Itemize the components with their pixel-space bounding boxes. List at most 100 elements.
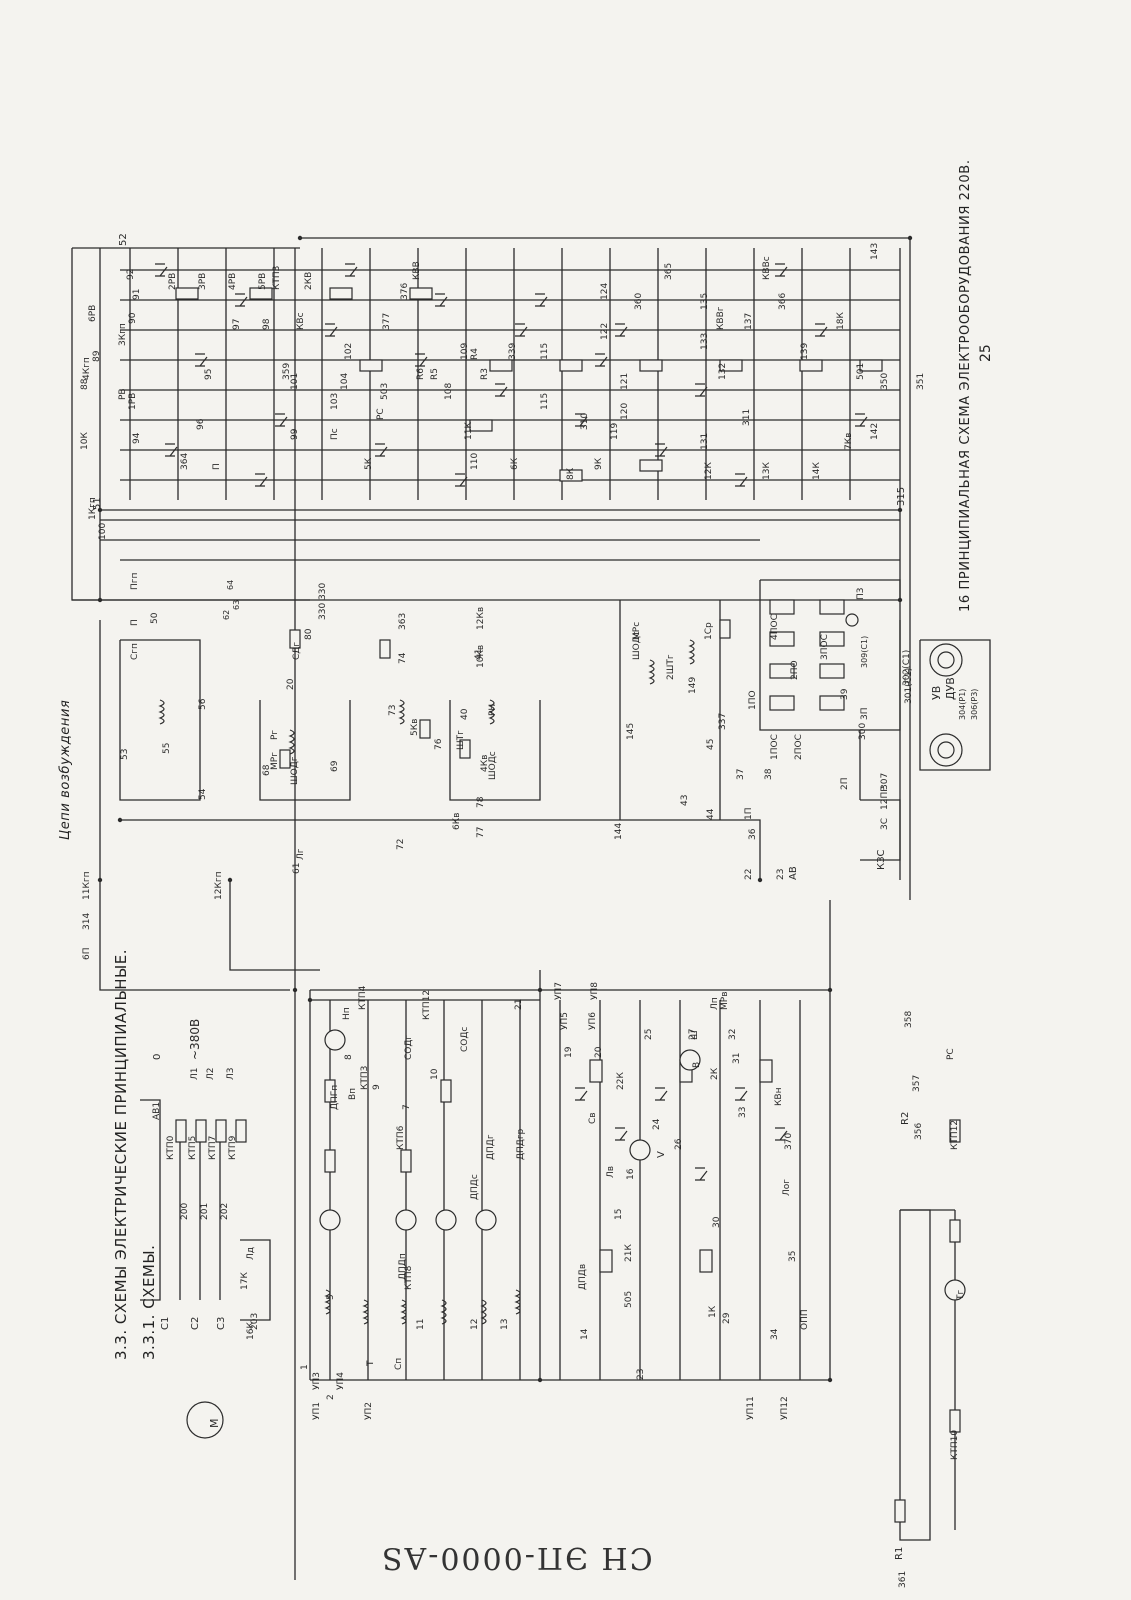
label-n36: 36 [748, 828, 758, 840]
junction-dot [97, 597, 103, 603]
label-p3: П3 [856, 587, 866, 601]
label-n137: 137 [744, 312, 754, 330]
label-n20: 20 [594, 1046, 604, 1058]
uv-box [919, 639, 991, 771]
label-kk7: 7Кв [844, 432, 854, 450]
label-n311: 311 [742, 408, 752, 426]
series-winding [480, 1299, 487, 1325]
excitation-loop-1 [119, 639, 201, 801]
label-n121: 121 [620, 372, 630, 390]
label-n45: 45 [706, 738, 716, 750]
subsection-heading: 3.3.1. СХЕМЫ. [140, 1244, 158, 1360]
label-contact_11k: 11Кгп [82, 871, 92, 900]
relay-coil [359, 359, 383, 372]
label-kk3: 3Кгп [118, 323, 128, 346]
label-mrv: МРв [720, 991, 730, 1011]
relay-coil [329, 287, 353, 300]
junction-dot [897, 597, 903, 603]
label-n39: 39 [840, 688, 850, 700]
label-n10: 10 [430, 1068, 440, 1080]
label-k17: 17К [240, 1272, 250, 1290]
label-r4: R4 [470, 348, 480, 360]
label-n377: 377 [382, 312, 392, 330]
label-ktp9: КТП9 [228, 1135, 238, 1160]
drive-resistor [440, 1079, 452, 1103]
label-l2: Л2 [206, 1067, 216, 1081]
label-node_361: 361 [898, 1570, 908, 1588]
label-node_330: 330 [318, 582, 328, 600]
fuse [215, 1119, 227, 1143]
resistor [459, 739, 471, 759]
label-up7: УП7 [554, 982, 564, 1000]
figure-caption: 16 ПРИНЦИПИАЛЬНАЯ СХЕМА ЭЛЕКТРООБОРУДОВА… [958, 159, 973, 612]
label-tp: 3П [860, 707, 870, 721]
label-n37: 37 [736, 768, 746, 780]
label-c_v: Св [588, 1112, 598, 1124]
field-winding [158, 699, 165, 725]
relay-coil [249, 287, 273, 300]
label-n14: 14 [580, 1328, 590, 1340]
rail-exc-bottom [120, 819, 761, 880]
relay-contact [495, 383, 508, 397]
relay-contact [165, 443, 178, 457]
relay-contact [375, 443, 388, 457]
relay-coil [559, 359, 583, 372]
label-n21: 21 [514, 998, 524, 1010]
label-n89: 89 [92, 350, 102, 362]
label-ktp0: КТП0 [166, 1135, 176, 1160]
label-n144: 144 [614, 822, 624, 840]
label-c2: С2 [190, 1316, 201, 1330]
junction-dot [907, 235, 913, 241]
label-rvs: РВ [118, 388, 128, 400]
label-n103: 103 [330, 392, 340, 410]
wire-network [71, 237, 991, 1580]
label-k21: 21К [624, 1244, 634, 1262]
label-dpdv: ДПДв [578, 1263, 588, 1290]
relay-contact [455, 473, 468, 487]
label-opp: ОПП [800, 1309, 810, 1330]
label-n19: 19 [564, 1046, 574, 1058]
label-pv2: 2РВ [168, 272, 178, 290]
label-r1: R1 [894, 1546, 905, 1560]
label-n365: 365 [664, 262, 674, 280]
label-n38: 38 [764, 768, 774, 780]
series-winding [440, 1299, 447, 1325]
label-av1: АВ1 [152, 1101, 162, 1120]
label-n54: 54 [198, 788, 208, 800]
drive-resistor [324, 1149, 336, 1173]
label-neutral: 0 [152, 1053, 163, 1060]
handwritten-note: CH ЭП-0000-AS [380, 1540, 653, 1575]
label-n61: 61 [292, 862, 302, 874]
label-n330b: 330 [318, 602, 328, 620]
label-rzp: 12ПР [880, 786, 890, 810]
label-k16: 16К [246, 1322, 256, 1340]
resistor [279, 749, 291, 769]
label-up2: УП2 [364, 1402, 374, 1420]
relay-contact [345, 263, 358, 277]
relay-contact [695, 383, 708, 397]
label-n78: 78 [476, 796, 486, 808]
field-winding [288, 729, 295, 755]
label-n5: 5 [326, 1294, 336, 1300]
label-ktp12b: КТП12 [422, 989, 432, 1020]
relay-contact [655, 443, 668, 457]
label-kk6: 6К [510, 457, 520, 470]
junction-dot [827, 987, 833, 993]
label-po2: 2ПО [790, 660, 800, 680]
label-pos4: 4ПОС [770, 614, 780, 640]
label-n80: 80 [304, 628, 314, 640]
fuse [175, 1119, 187, 1143]
label-up: 1П [744, 807, 754, 821]
series-winding [400, 1299, 407, 1325]
relay-coil [799, 359, 823, 372]
label-kvbr: КВВг [716, 306, 726, 330]
label-n364: 364 [180, 452, 190, 470]
label-kt10: КТП10 [950, 1429, 960, 1460]
label-n92: 92 [126, 268, 136, 280]
relay-contact [325, 323, 338, 337]
label-kk9: 9К [594, 457, 604, 470]
label-n74: 74 [398, 652, 408, 664]
label-n8: 8 [344, 1054, 354, 1060]
resistor [289, 629, 301, 649]
relay-contact [615, 323, 628, 337]
